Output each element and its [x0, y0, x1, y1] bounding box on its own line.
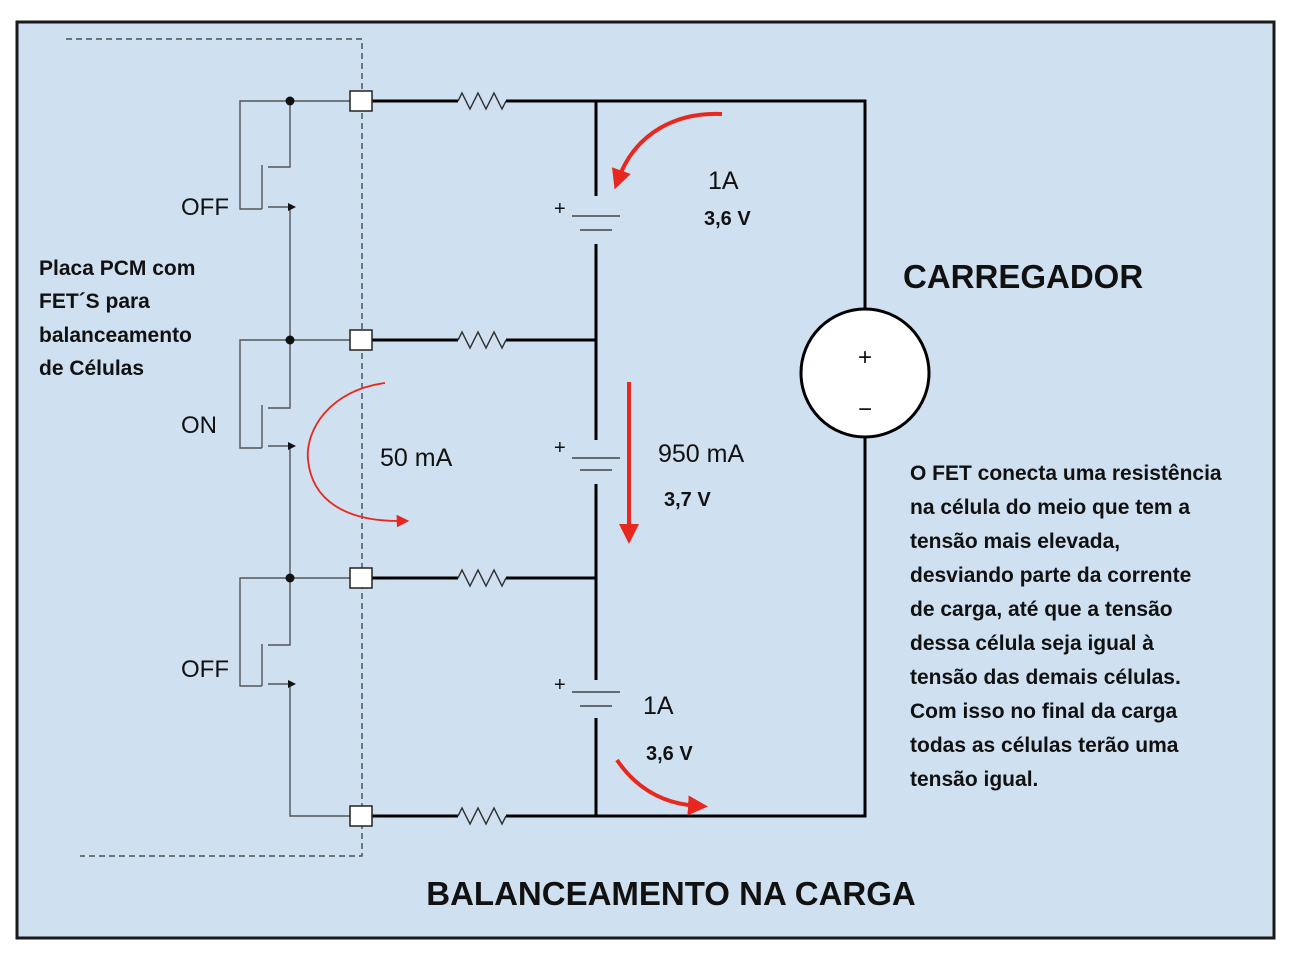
svg-text:dessa célula seja igual à: dessa célula seja igual à: [910, 632, 1154, 655]
junction-dots: [285, 96, 295, 583]
pcm-board-outline: [66, 38, 363, 857]
charger-minus: −: [858, 396, 872, 423]
terminals: [349, 90, 373, 827]
svg-text:Placa PCM com: Placa PCM com: [39, 257, 195, 280]
cell-1-voltage: 3,6 V: [704, 208, 751, 230]
resistor-4: [457, 806, 507, 826]
cell-2-current: 950 mA: [658, 440, 744, 468]
svg-text:O FET conecta uma resistência: O FET conecta uma resistência: [910, 462, 1222, 485]
bottom-current-arrow: [615, 758, 708, 816]
current-arrows: [306, 111, 723, 816]
explanation-text: O FET conecta uma resistência na célula …: [910, 462, 1222, 791]
bypass-current-label: 50 mA: [380, 444, 453, 472]
svg-text:FET´S para: FET´S para: [39, 290, 150, 313]
charger-symbol: [799, 307, 931, 439]
svg-text:balanceamento: balanceamento: [39, 324, 192, 347]
svg-text:tensão das demais células.: tensão das demais células.: [910, 666, 1181, 689]
top-current-arrow: [611, 111, 723, 190]
fet-wiring: [239, 100, 360, 817]
charger-plus: +: [858, 344, 872, 371]
cell-3-current: 1A: [643, 692, 674, 720]
bypass-current-arrow: [306, 382, 410, 528]
diagram-panel: [15, 20, 1276, 940]
svg-text:tensão mais elevada,: tensão mais elevada,: [910, 530, 1120, 553]
fet-2-state: ON: [181, 412, 217, 439]
resistor-2: [457, 330, 507, 350]
cell-2-plus: +: [554, 437, 566, 459]
pcm-board-label: Placa PCM com FET´S para balanceamento d…: [39, 257, 195, 380]
resistor-3: [457, 568, 507, 588]
fet-3-state: OFF: [181, 656, 229, 683]
fet-1-state: OFF: [181, 194, 229, 221]
battery-cells: [572, 215, 620, 707]
cell-1-plus: +: [554, 198, 566, 220]
main-wiring: [372, 99, 867, 818]
svg-text:de Células: de Células: [39, 357, 144, 380]
cell-2-voltage: 3,7 V: [664, 489, 711, 511]
svg-text:todas as células terão uma: todas as células terão uma: [910, 734, 1179, 757]
diagram-title: BALANCEAMENTO NA CARGA: [426, 875, 916, 912]
svg-text:na célula do meio que tem a: na célula do meio que tem a: [910, 496, 1190, 519]
cell-3-plus: +: [554, 674, 566, 696]
svg-text:tensão igual.: tensão igual.: [910, 768, 1038, 791]
svg-text:de carga, até que a tensão: de carga, até que a tensão: [910, 598, 1173, 621]
cell-1-current: 1A: [708, 167, 739, 195]
charger-label: CARREGADOR: [903, 258, 1143, 295]
cell-3-voltage: 3,6 V: [646, 743, 693, 765]
fet-arrows: [288, 203, 296, 688]
resistor-1: [457, 91, 507, 111]
svg-text:desviando parte da corrente: desviando parte da corrente: [910, 564, 1191, 587]
resistors: [457, 91, 507, 826]
svg-text:Com isso no final da carga: Com isso no final da carga: [910, 700, 1178, 723]
